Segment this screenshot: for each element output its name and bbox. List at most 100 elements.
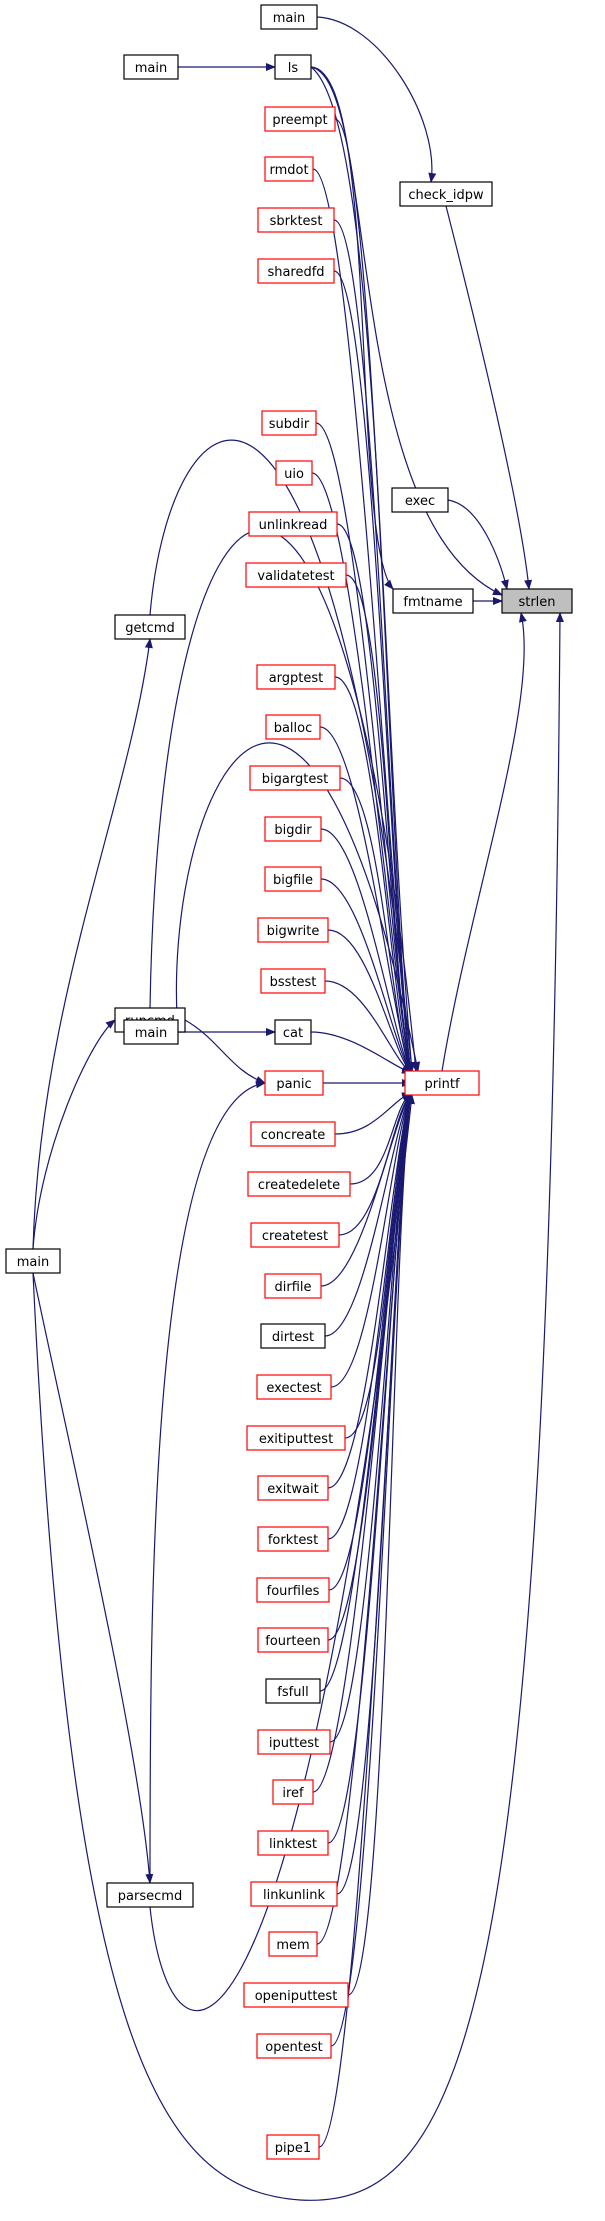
node-validatetest[interactable]: validatetest (245, 562, 347, 588)
node-bigwrite[interactable]: bigwrite (257, 917, 329, 943)
node-box (245, 562, 347, 588)
edge-ls-to-fmtname (310, 66, 394, 590)
node-box (257, 258, 335, 284)
node-opentest[interactable]: opentest (256, 2033, 332, 2059)
node-unlinkread[interactable]: unlinkread (248, 511, 338, 537)
node-rmdot[interactable]: rmdot (264, 156, 314, 182)
node-mem[interactable]: mem (268, 1931, 318, 1957)
edge-fsfull-to-printf (319, 1092, 413, 1692)
node-label: rmdot (269, 163, 308, 178)
node-label: opentest (265, 2040, 322, 2055)
node-box (123, 54, 179, 80)
node-exitiputtest[interactable]: exitiputtest (246, 1425, 346, 1451)
edge-validatetest-to-printf (345, 574, 413, 1074)
node-linkunlink[interactable]: linkunlink (250, 1881, 338, 1907)
node-concreate[interactable]: concreate (250, 1121, 336, 1147)
node-createdelete[interactable]: createdelete (247, 1171, 351, 1197)
edge-main-cat-to-printf (175, 742, 421, 1072)
node-label: getcmd (125, 621, 174, 636)
node-strlen[interactable]: strlen (501, 588, 573, 614)
node-label: ls (288, 61, 299, 76)
node-box (264, 1070, 324, 1096)
node-sbrktest[interactable]: sbrktest (257, 207, 335, 233)
node-printf[interactable]: printf (404, 1070, 480, 1096)
node-createtest[interactable]: createtest (250, 1222, 340, 1248)
node-label: strlen (518, 595, 555, 610)
node-pipe1[interactable]: pipe1 (266, 2134, 320, 2160)
node-label: preempt (272, 113, 327, 128)
edge-exec-to-strlen (447, 499, 509, 590)
node-dirtest[interactable]: dirtest (260, 1323, 326, 1349)
node-label: exectest (266, 1381, 321, 1396)
node-uio[interactable]: uio (275, 460, 313, 486)
node-parsecmd[interactable]: parsecmd (106, 1882, 194, 1908)
node-label: concreate (261, 1128, 326, 1143)
node-preempt[interactable]: preempt (264, 106, 336, 132)
node-box (272, 1779, 314, 1805)
node-main-ls[interactable]: main (123, 54, 179, 80)
node-fourfiles[interactable]: fourfiles (256, 1577, 330, 1603)
node-iref[interactable]: iref (272, 1779, 314, 1805)
node-main-top[interactable]: main (260, 4, 318, 30)
node-forktest[interactable]: forktest (257, 1526, 329, 1552)
node-box (268, 1931, 318, 1957)
node-sharedfd[interactable]: sharedfd (257, 258, 335, 284)
node-label: createdelete (258, 1178, 340, 1193)
node-box (246, 1425, 346, 1451)
node-box (243, 1982, 349, 2008)
node-label: openiputtest (255, 1989, 338, 2004)
node-label: linkunlink (263, 1888, 326, 1903)
node-label: main (135, 61, 167, 76)
node-exectest[interactable]: exectest (256, 1374, 332, 1400)
node-box (274, 54, 312, 80)
node-label: balloc (274, 721, 313, 736)
node-box (256, 1577, 330, 1603)
node-label: mem (276, 1938, 309, 1953)
node-label: cat (283, 1026, 303, 1041)
node-bigfile[interactable]: bigfile (264, 866, 322, 892)
node-box (264, 816, 322, 842)
node-fmtname[interactable]: fmtname (392, 588, 474, 614)
node-iputtest[interactable]: iputtest (257, 1729, 331, 1755)
node-openiputtest[interactable]: openiputtest (243, 1982, 349, 2008)
node-exitwait[interactable]: exitwait (257, 1475, 329, 1501)
node-label: exec (405, 494, 435, 509)
node-dirfile[interactable]: dirfile (264, 1273, 322, 1299)
node-ls[interactable]: ls (274, 54, 312, 80)
node-label: fourfiles (267, 1584, 320, 1599)
node-main-sh[interactable]: main (5, 1248, 61, 1274)
node-label: bigdir (274, 823, 312, 838)
node-fsfull[interactable]: fsfull (265, 1678, 321, 1704)
node-label: createtest (262, 1229, 328, 1244)
node-box (264, 106, 336, 132)
node-label: fourteen (265, 1634, 320, 1649)
node-bsstest[interactable]: bsstest (260, 968, 326, 994)
node-box (392, 588, 474, 614)
node-subdir[interactable]: subdir (261, 410, 317, 436)
node-cat[interactable]: cat (274, 1019, 312, 1045)
node-label: sbrktest (270, 214, 323, 229)
node-check-idpw[interactable]: check_idpw (399, 181, 493, 207)
node-label: main (17, 1255, 49, 1270)
node-box (260, 968, 326, 994)
node-label: dirfile (274, 1280, 311, 1295)
node-panic[interactable]: panic (264, 1070, 324, 1096)
node-label: iputtest (269, 1736, 319, 1751)
node-box (257, 1475, 329, 1501)
node-exec[interactable]: exec (391, 487, 449, 513)
edge-uio-to-printf (311, 472, 413, 1074)
node-box (261, 410, 317, 436)
node-balloc[interactable]: balloc (265, 714, 321, 740)
node-bigargtest[interactable]: bigargtest (249, 765, 341, 791)
node-bigdir[interactable]: bigdir (264, 816, 322, 842)
node-label: printf (424, 1077, 460, 1092)
node-linktest[interactable]: linktest (257, 1830, 329, 1856)
node-fourteen[interactable]: fourteen (257, 1627, 329, 1653)
edge-bigfile-to-printf (320, 878, 412, 1074)
node-argptest[interactable]: argptest (256, 664, 336, 690)
node-getcmd[interactable]: getcmd (114, 614, 186, 640)
edge-cat-to-printf (310, 1031, 412, 1074)
edge-dirfile-to-printf (320, 1092, 412, 1287)
node-main-cat[interactable]: main (123, 1019, 179, 1045)
